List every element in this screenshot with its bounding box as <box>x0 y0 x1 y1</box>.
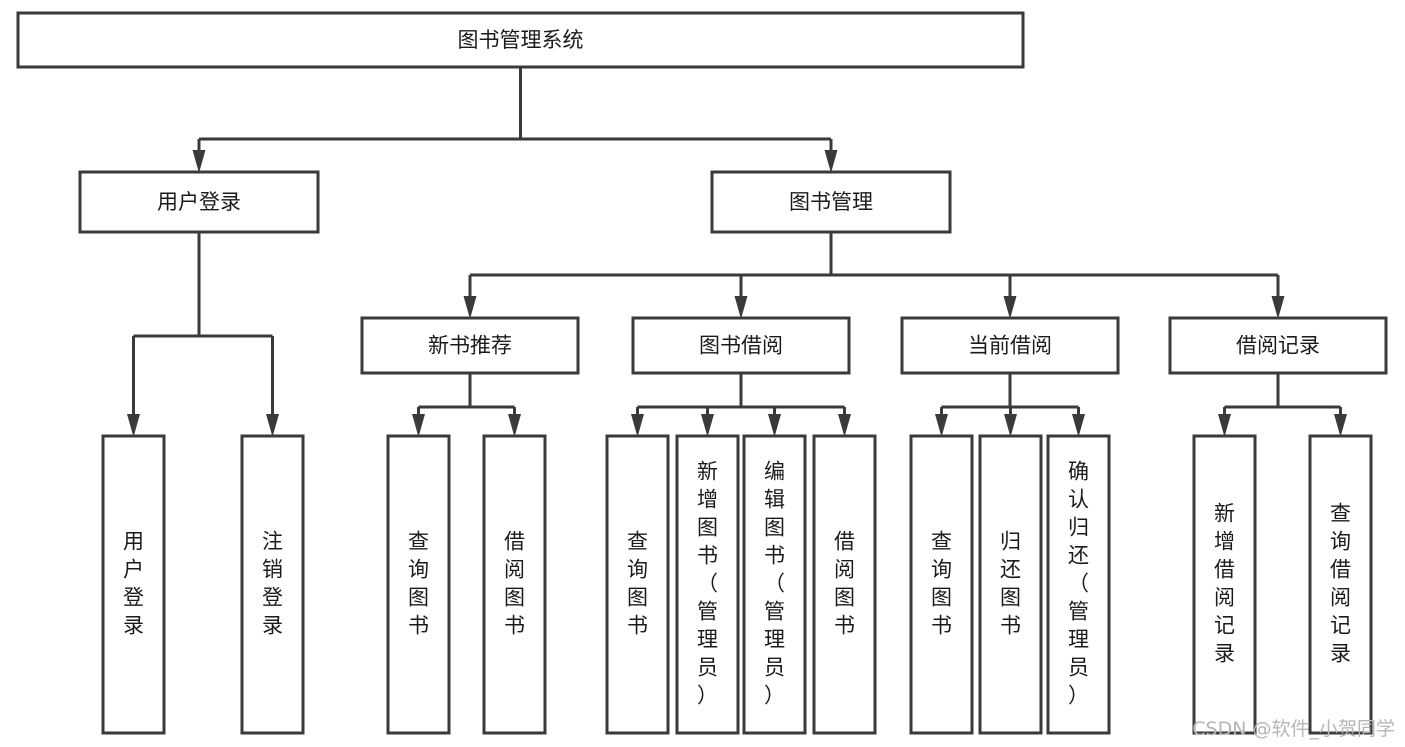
edge-group-user-login <box>127 232 279 437</box>
node-box[interactable] <box>900 316 1120 375</box>
node-box[interactable] <box>710 170 952 234</box>
node-label: 编辑图书（管理员） <box>764 460 785 708</box>
node-leaf-borrow-add[interactable]: 新增图书（管理员） <box>675 434 740 735</box>
node-leaf-cur-query[interactable]: 查询图书 <box>909 434 974 735</box>
node-box[interactable] <box>812 434 877 735</box>
node-leaf-borrow-edit[interactable]: 编辑图书（管理员） <box>742 434 807 735</box>
node-leaf-logout[interactable]: 注销登录 <box>240 434 305 735</box>
arrow-head-icon <box>266 414 279 437</box>
node-label: 查询图书 <box>627 530 648 638</box>
node-box[interactable] <box>978 434 1043 735</box>
arrow-head-icon <box>935 414 948 437</box>
arrow-head-icon <box>1334 414 1347 437</box>
node-box[interactable] <box>360 316 580 375</box>
edge-group-root <box>192 67 838 173</box>
node-label: 当前借阅 <box>968 334 1052 358</box>
node-label: 用户登录 <box>157 190 241 214</box>
arrow-head-icon <box>508 414 521 437</box>
node-label: 新增借阅记录 <box>1214 502 1235 666</box>
node-box[interactable] <box>909 434 974 735</box>
node-box[interactable] <box>78 170 320 234</box>
node-box[interactable] <box>16 11 1025 69</box>
node-box[interactable] <box>742 434 807 735</box>
node-leaf-rec-query[interactable]: 查询图书 <box>386 434 451 735</box>
node-current-borrow[interactable]: 当前借阅 <box>900 316 1120 375</box>
edge-group-book-manage <box>463 232 1285 319</box>
node-box[interactable] <box>482 434 547 735</box>
node-box[interactable] <box>1192 434 1257 735</box>
node-label: 借阅图书 <box>504 530 525 638</box>
edge-group-book-borrow <box>631 373 851 437</box>
node-label: 新增图书（管理员） <box>697 460 718 708</box>
node-label: 新书推荐 <box>428 334 512 358</box>
node-box[interactable] <box>605 434 670 735</box>
watermark-label: CSDN @软件_小贺同学 <box>1192 718 1395 740</box>
node-root[interactable]: 图书管理系统 <box>16 11 1025 69</box>
node-label: 用户登录 <box>123 530 144 638</box>
arrow-head-icon <box>1003 296 1017 319</box>
node-label: 归还图书 <box>1000 530 1021 638</box>
node-label: 查询图书 <box>931 530 952 638</box>
node-leaf-rec-add[interactable]: 新增借阅记录 <box>1192 434 1257 735</box>
node-label: 查询借阅记录 <box>1330 502 1351 666</box>
node-box[interactable] <box>1168 316 1388 375</box>
node-leaf-borrow-query[interactable]: 查询图书 <box>605 434 670 735</box>
arrow-head-icon <box>824 150 838 173</box>
node-user-login[interactable]: 用户登录 <box>78 170 320 234</box>
nodes-layer: 图书管理系统用户登录图书管理新书推荐图书借阅当前借阅借阅记录用户登录注销登录查询… <box>16 11 1388 735</box>
node-leaf-rec-search[interactable]: 查询借阅记录 <box>1308 434 1373 735</box>
node-book-borrow[interactable]: 图书借阅 <box>631 316 851 375</box>
arrow-head-icon <box>1072 414 1085 437</box>
node-box[interactable] <box>386 434 451 735</box>
node-leaf-cur-return[interactable]: 归还图书 <box>978 434 1043 735</box>
arrow-head-icon <box>701 414 714 437</box>
node-label: 注销登录 <box>262 530 283 638</box>
node-box[interactable] <box>631 316 851 375</box>
node-label: 图书管理 <box>789 190 873 214</box>
arrow-head-icon <box>631 414 644 437</box>
node-label: 确认归还（管理员） <box>1068 460 1089 708</box>
node-label: 借阅记录 <box>1236 334 1320 358</box>
node-borrow-record[interactable]: 借阅记录 <box>1168 316 1388 375</box>
node-box[interactable] <box>1308 434 1373 735</box>
edges-layer <box>127 67 1347 437</box>
arrow-head-icon <box>127 414 140 437</box>
node-leaf-rec-borrow[interactable]: 借阅图书 <box>482 434 547 735</box>
arrow-head-icon <box>1218 414 1231 437</box>
node-label: 图书借阅 <box>699 334 783 358</box>
arrow-head-icon <box>768 414 781 437</box>
arrow-head-icon <box>734 296 748 319</box>
arrow-head-icon <box>1004 414 1017 437</box>
node-box[interactable] <box>240 434 305 735</box>
arrow-head-icon <box>838 414 851 437</box>
node-new-book-rec[interactable]: 新书推荐 <box>360 316 580 375</box>
arrow-head-icon <box>1271 296 1285 319</box>
node-label: 图书管理系统 <box>458 28 584 52</box>
edge-group-borrow-record <box>1218 373 1347 437</box>
arrow-head-icon <box>463 296 477 319</box>
edge-group-new-book-rec <box>412 373 521 437</box>
arrow-head-icon <box>192 150 206 173</box>
node-label: 查询图书 <box>408 530 429 638</box>
edge-group-current-borrow <box>935 373 1085 437</box>
node-leaf-borrow-do[interactable]: 借阅图书 <box>812 434 877 735</box>
arrow-head-icon <box>412 414 425 437</box>
node-box[interactable] <box>1046 434 1111 735</box>
node-box[interactable] <box>675 434 740 735</box>
node-leaf-cur-confirm[interactable]: 确认归还（管理员） <box>1046 434 1111 735</box>
node-book-manage[interactable]: 图书管理 <box>710 170 952 234</box>
node-label: 借阅图书 <box>834 530 855 638</box>
node-leaf-user-login[interactable]: 用户登录 <box>101 434 166 735</box>
node-box[interactable] <box>101 434 166 735</box>
